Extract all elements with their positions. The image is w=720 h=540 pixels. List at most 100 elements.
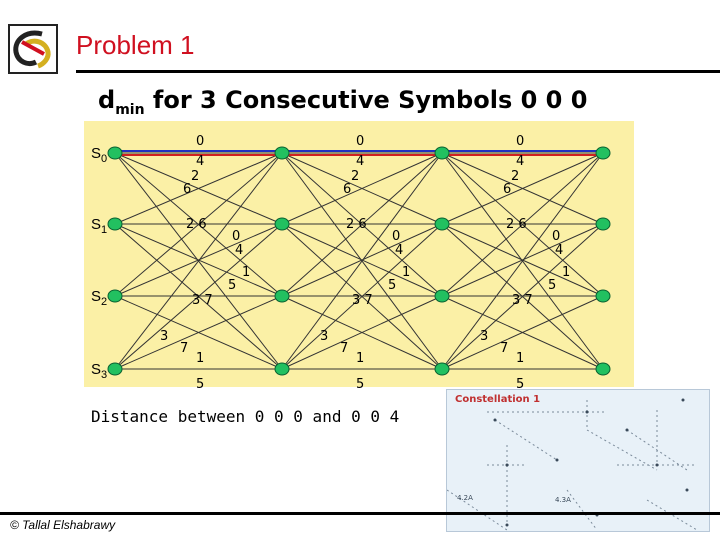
trellis-branch	[114, 223, 283, 370]
trellis-branch	[281, 295, 443, 370]
branch-label-s1-26-stage3: 2 6	[506, 217, 527, 232]
branch-label-s3-5-stage1: 5	[196, 377, 204, 392]
trellis-edges	[114, 152, 604, 370]
trellis-node	[434, 217, 450, 231]
trellis-branch	[114, 295, 283, 370]
trellis-node	[595, 289, 611, 303]
slide-subtitle: dmin for 3 Consecutive Symbols 0 0 0	[98, 86, 587, 118]
trellis-node	[107, 217, 123, 231]
trellis-branch	[281, 152, 443, 225]
branch-label-s2-37-stage2: 3 7	[352, 293, 373, 308]
trellis-branch	[281, 152, 443, 370]
branch-label-s3-1-stage2: 1	[356, 351, 364, 366]
branch-label-s1-26-stage2: 2 6	[346, 217, 367, 232]
trellis-node	[107, 362, 123, 376]
state-label-s1: S1	[91, 216, 107, 236]
branch-label-s2-1-stage1: 1	[242, 265, 250, 280]
branch-label-s0-6-stage2: 6	[343, 182, 351, 197]
branch-label-s1-0-stage3: 0	[552, 229, 560, 244]
trellis-branch	[441, 152, 604, 297]
trellis-branch	[114, 152, 283, 370]
branch-label-s0-2-stage3: 2	[511, 169, 519, 184]
branch-label-s0-2-stage2: 2	[351, 169, 359, 184]
trellis-node	[274, 289, 290, 303]
state-label-s2: S2	[91, 288, 107, 308]
inset-label-2: 4.3A	[555, 496, 571, 504]
branch-label-s3-5-stage3: 5	[516, 377, 524, 392]
subtitle-min: min	[115, 101, 145, 118]
state-label-s3: S3	[91, 361, 107, 381]
branch-label-s0-0-stage3: 0	[516, 134, 524, 149]
inset-label-1: 4.2A	[457, 494, 473, 502]
subtitle-rest: for 3 Consecutive Symbols 0 0 0	[144, 86, 588, 114]
trellis-branch	[114, 152, 283, 297]
trellis-branch	[441, 152, 604, 225]
trellis-node	[595, 217, 611, 231]
trellis-node	[595, 146, 611, 160]
trellis-node	[274, 146, 290, 160]
branch-label-s0-6-stage1: 6	[183, 182, 191, 197]
branch-label-s0-4-stage1: 4	[196, 154, 204, 169]
trellis-node	[434, 289, 450, 303]
trellis-branch	[441, 223, 604, 370]
trellis-branch	[281, 223, 443, 297]
state-label-s0: S0	[91, 145, 107, 165]
constellation-inset: Constellation 1 4.2A 4.3A	[446, 389, 710, 532]
branch-label-s0-4-stage3: 4	[516, 154, 524, 169]
branch-label-s0-6-stage3: 6	[503, 182, 511, 197]
trellis-branch	[441, 152, 604, 370]
branch-label-s3-7-stage2: 7	[340, 341, 348, 356]
subtitle-d: d	[98, 86, 116, 114]
branch-label-s1-0-stage1: 0	[232, 229, 240, 244]
branch-label-s0-4-stage2: 4	[356, 154, 364, 169]
branch-label-s2-1-stage2: 1	[402, 265, 410, 280]
branch-label-s1-4-stage1: 4	[235, 243, 243, 258]
inset-title: Constellation 1	[455, 394, 541, 405]
trellis-node	[595, 362, 611, 376]
page-title: Problem 1	[76, 30, 195, 60]
trellis-node	[107, 289, 123, 303]
branch-label-s3-7-stage1: 7	[180, 341, 188, 356]
university-logo	[8, 24, 58, 74]
trellis-node	[434, 362, 450, 376]
trellis-branch	[281, 152, 443, 297]
trellis-node	[274, 362, 290, 376]
branch-label-s2-37-stage3: 3 7	[512, 293, 533, 308]
branch-label-s2-5-stage1: 5	[228, 278, 236, 293]
branch-label-s2-5-stage3: 5	[548, 278, 556, 293]
branch-label-s3-7-stage3: 7	[500, 341, 508, 356]
branch-label-s1-0-stage2: 0	[392, 229, 400, 244]
branch-label-s2-1-stage3: 1	[562, 265, 570, 280]
trellis-branch	[281, 223, 443, 370]
trellis-node	[107, 146, 123, 160]
copyright: © Tallal Elshabrawy	[10, 518, 116, 532]
trellis-node	[274, 217, 290, 231]
branch-label-s1-4-stage2: 4	[395, 243, 403, 258]
branch-label-s0-0-stage1: 0	[196, 134, 204, 149]
branch-label-s3-1-stage3: 1	[516, 351, 524, 366]
branch-label-s3-5-stage2: 5	[356, 377, 364, 392]
branch-label-s0-0-stage2: 0	[356, 134, 364, 149]
branch-label-s3-3-stage2: 3	[320, 329, 328, 344]
branch-label-s0-2-stage1: 2	[191, 169, 199, 184]
trellis-branch	[114, 223, 283, 297]
trellis-node	[434, 146, 450, 160]
branch-label-s1-4-stage3: 4	[555, 243, 563, 258]
branch-label-s1-26-stage1: 2 6	[186, 217, 207, 232]
branch-label-s3-3-stage1: 3	[160, 329, 168, 344]
caption: Distance between 0 0 0 and 0 0 4	[91, 407, 400, 426]
title-divider	[76, 70, 720, 73]
trellis-branch	[441, 295, 604, 370]
branch-label-s3-3-stage3: 3	[480, 329, 488, 344]
branch-label-s2-5-stage2: 5	[388, 278, 396, 293]
footer-divider	[0, 512, 720, 515]
trellis-branch	[114, 152, 283, 225]
trellis-branch	[441, 223, 604, 297]
trellis-nodes	[107, 146, 611, 376]
branch-label-s2-37-stage1: 3 7	[192, 293, 213, 308]
constellation-sketch: 4.2A 4.3A	[447, 398, 698, 531]
branch-label-s3-1-stage1: 1	[196, 351, 204, 366]
